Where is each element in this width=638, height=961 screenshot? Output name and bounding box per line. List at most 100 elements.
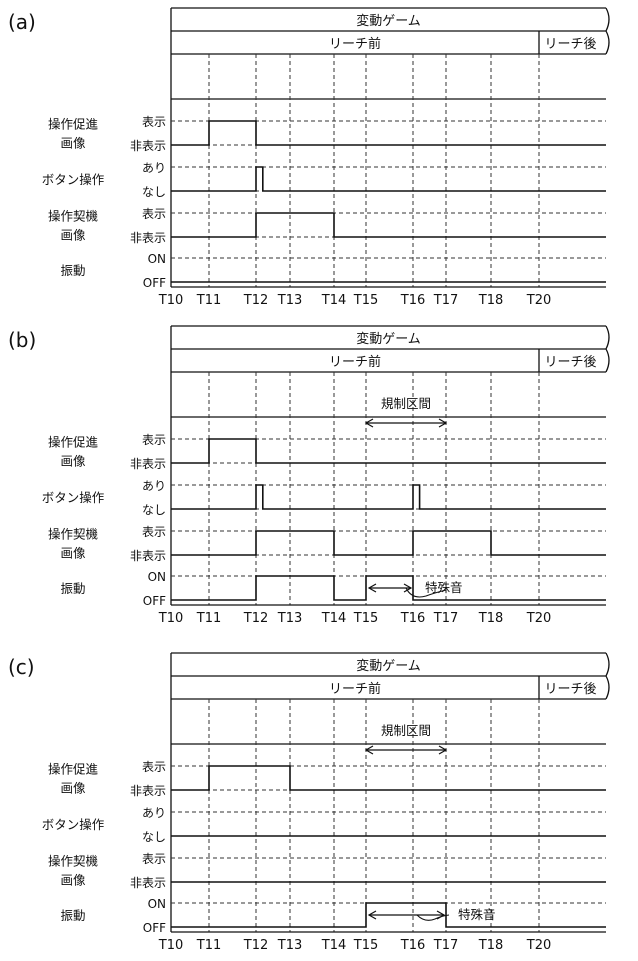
time-label-t17: T17 <box>433 293 458 308</box>
signal-name: 画像 <box>60 454 86 469</box>
level-label-hide: 非表示 <box>130 139 166 153</box>
level-label-hide: 非表示 <box>130 876 166 890</box>
level-label-yes: あり <box>142 806 166 820</box>
panel-c: (c)変動ゲームリーチ前リーチ後規制区間操作促進画像表示非表示ボタン操作ありなし… <box>8 653 609 953</box>
header-game: 変動ゲーム <box>356 13 421 29</box>
level-label-no: なし <box>142 185 166 199</box>
time-label-t15: T15 <box>353 938 378 953</box>
time-label-t16: T16 <box>400 293 425 308</box>
time-label-t16: T16 <box>400 611 425 626</box>
waveform-button-op <box>171 167 606 191</box>
time-label-t14: T14 <box>321 611 346 626</box>
header-before-reach: リーチ前 <box>329 354 381 370</box>
time-label-t14: T14 <box>321 293 346 308</box>
signal-name: ボタン操作 <box>42 172 105 187</box>
break-mark <box>606 653 609 699</box>
signal-name: 画像 <box>60 873 86 888</box>
level-label-no: なし <box>142 503 166 517</box>
signal-name: 画像 <box>60 228 86 243</box>
time-label-t18: T18 <box>478 611 503 626</box>
signal-name: 操作契機 <box>48 527 99 542</box>
waveform-button-op <box>171 485 606 509</box>
break-mark <box>606 8 609 54</box>
time-label-t13: T13 <box>277 293 302 308</box>
level-label-hide: 非表示 <box>130 784 166 798</box>
restricted-section-label: 規制区間 <box>381 723 431 738</box>
level-label-show: 表示 <box>142 115 166 129</box>
header-before-reach: リーチ前 <box>329 681 381 697</box>
time-label-t10: T10 <box>158 938 183 953</box>
signal-name: 画像 <box>60 136 86 151</box>
level-label-show: 表示 <box>142 433 166 447</box>
signal-row-button-op: ボタン操作ありなし <box>42 479 606 517</box>
signal-row-prompt-image: 操作促進画像 表示非表示 <box>48 115 606 153</box>
signal-row-trigger-image: 操作契機画像表示非表示 <box>48 207 606 245</box>
time-label-t15: T15 <box>353 293 378 308</box>
waveform-prompt-image <box>171 439 606 463</box>
signal-row-vibration: 振動 ON OFF <box>60 570 606 608</box>
special-sound-label: 特殊音 <box>458 907 496 922</box>
signal-name: ボタン操作 <box>42 817 105 832</box>
signal-row-vibration: 振動 ON OFF <box>60 897 606 935</box>
level-label-show: 表示 <box>142 525 166 539</box>
signal-name: 画像 <box>60 781 86 796</box>
level-label-show: 表示 <box>142 760 166 774</box>
level-label-show: 表示 <box>142 852 166 866</box>
signal-name: 操作契機 <box>48 209 99 224</box>
time-label-t10: T10 <box>158 293 183 308</box>
level-label-hide: 非表示 <box>130 549 166 563</box>
level-label-on: ON <box>148 252 166 266</box>
waveform-prompt-image <box>171 766 606 790</box>
panel-b: (b)変動ゲームリーチ前リーチ後規制区間操作促進画像表示非表示ボタン操作ありなし… <box>8 326 609 626</box>
level-label-yes: あり <box>142 479 166 493</box>
level-label-hide: 非表示 <box>130 457 166 471</box>
waveform-trigger-image <box>171 531 606 555</box>
header-game: 変動ゲーム <box>356 331 421 347</box>
time-label-t18: T18 <box>478 938 503 953</box>
time-label-t13: T13 <box>277 938 302 953</box>
signal-row-trigger-image: 操作契機画像 表示非表示 <box>48 852 606 890</box>
time-label-t15: T15 <box>353 611 378 626</box>
time-label-t20: T20 <box>526 938 551 953</box>
signal-name: 操作契機 <box>48 854 99 869</box>
signal-row-button-op: ボタン操作ありなし <box>42 806 606 844</box>
level-label-off: OFF <box>143 921 166 935</box>
signal-row-vibration: 振動 ON OFF <box>60 252 606 290</box>
signal-row-button-op: ボタン操作 ありなし <box>42 161 606 199</box>
header-game: 変動ゲーム <box>356 658 421 674</box>
header-after-reach: リーチ後 <box>544 37 596 52</box>
waveform-prompt-image <box>171 121 606 145</box>
time-label-t20: T20 <box>526 611 551 626</box>
time-label-t20: T20 <box>526 293 551 308</box>
time-label-t17: T17 <box>433 611 458 626</box>
header-after-reach: リーチ後 <box>544 682 596 697</box>
break-mark <box>606 326 609 372</box>
signal-name: 振動 <box>60 908 85 923</box>
signal-name: 操作促進 <box>48 435 99 450</box>
signal-name: 操作促進 <box>48 117 99 132</box>
level-label-off: OFF <box>143 594 166 608</box>
level-label-yes: あり <box>142 161 166 175</box>
panel-label: (a) <box>8 10 36 34</box>
level-label-off: OFF <box>143 276 166 290</box>
restricted-section-label: 規制区間 <box>381 396 431 411</box>
time-label-t11: T11 <box>196 611 221 626</box>
panel-label: (b) <box>8 328 36 352</box>
level-label-show: 表示 <box>142 207 166 221</box>
signal-row-trigger-image: 操作契機画像 表示非表示 <box>48 525 606 563</box>
level-label-on: ON <box>148 897 166 911</box>
signal-name: 画像 <box>60 546 86 561</box>
signal-name: 操作促進 <box>48 762 99 777</box>
header-before-reach: リーチ前 <box>329 36 381 52</box>
signal-name: 振動 <box>60 581 85 596</box>
time-label-t12: T12 <box>243 611 268 626</box>
time-label-t14: T14 <box>321 938 346 953</box>
time-label-t12: T12 <box>243 938 268 953</box>
time-label-t13: T13 <box>277 611 302 626</box>
time-label-t11: T11 <box>196 293 221 308</box>
signal-row-prompt-image: 操作促進画像 表示非表示 <box>48 760 606 798</box>
panel-a: (a)変動ゲームリーチ前リーチ後操作促進画像表示非表示ボタン操作ありなし操作契機… <box>8 8 609 308</box>
level-label-on: ON <box>148 570 166 584</box>
signal-name: 振動 <box>60 263 85 278</box>
